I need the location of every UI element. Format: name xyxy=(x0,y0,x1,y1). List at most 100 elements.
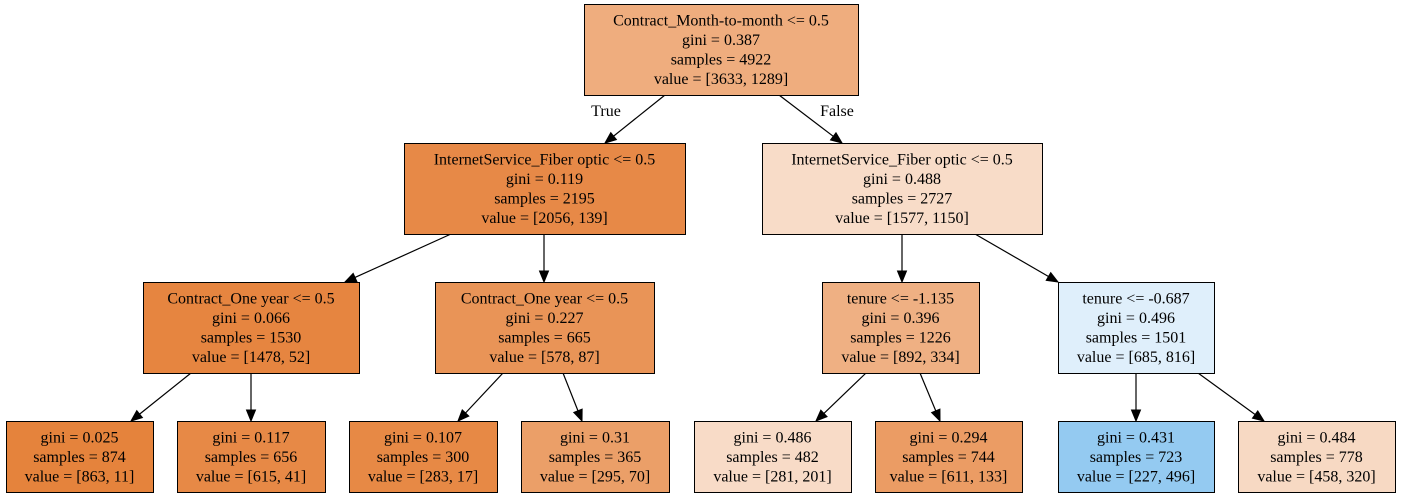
node-line: gini = 0.387 xyxy=(682,32,760,49)
node-line: value = [611, 133] xyxy=(890,468,1008,485)
edges-layer: True False xyxy=(129,94,1266,423)
edge-line xyxy=(1197,372,1256,416)
node-line: gini = 0.294 xyxy=(910,429,988,446)
leaf-node: gini = 0.107 samples = 300 value = [283, 1… xyxy=(349,421,498,493)
edge-n3-n8 xyxy=(245,373,257,423)
node-box xyxy=(1238,421,1396,493)
node-line: samples = 665 xyxy=(498,330,591,347)
arrowhead-icon xyxy=(457,409,470,422)
node-line: tenure <= -1.135 xyxy=(847,291,954,308)
node-line: gini = 0.025 xyxy=(41,429,119,446)
arrowhead-icon xyxy=(1130,409,1142,423)
node-line: value = [2056, 139] xyxy=(481,210,607,227)
node-line: samples = 482 xyxy=(726,449,819,466)
node-line: Contract_Month-to-month <= 0.5 xyxy=(613,13,829,30)
node-line: value = [1478, 52] xyxy=(192,349,310,366)
node-line: samples = 365 xyxy=(549,449,642,466)
node-line: samples = 1530 xyxy=(201,330,302,347)
node-line: samples = 4922 xyxy=(671,52,772,69)
node-line: samples = 656 xyxy=(205,449,298,466)
node-line: InternetService_Fiber optic <= 0.5 xyxy=(434,152,656,169)
edge-n5-n11 xyxy=(815,372,867,422)
node-line: value = [283, 17] xyxy=(368,468,478,485)
leaf-node: gini = 0.025 samples = 874 value = [863, 1… xyxy=(6,421,154,493)
node-line: gini = 0.396 xyxy=(862,310,940,327)
node-line: Contract_One year <= 0.5 xyxy=(167,291,334,308)
edge-label: True xyxy=(591,103,621,120)
node-box xyxy=(521,421,670,493)
edge-line xyxy=(974,233,1049,278)
node-line: value = [685, 816] xyxy=(1077,349,1195,366)
arrowhead-icon xyxy=(815,409,828,422)
nodes-layer: Contract_Month-to-month <= 0.5 gini = 0.3… xyxy=(6,4,1396,493)
edge-n1-n3 xyxy=(343,233,452,283)
node-line: gini = 0.484 xyxy=(1278,429,1356,446)
node-line: gini = 0.431 xyxy=(1097,429,1175,446)
arrowhead-icon xyxy=(829,131,844,144)
node-line: samples = 2195 xyxy=(494,191,595,208)
node-box xyxy=(584,4,859,96)
edge-n4-n9 xyxy=(457,372,504,422)
edge-n5-n12 xyxy=(919,372,941,423)
node-line: Contract_One year <= 0.5 xyxy=(461,291,628,308)
edge-n6-n14 xyxy=(1197,372,1266,422)
edge-n1-n4 xyxy=(538,234,550,284)
node-line: samples = 874 xyxy=(33,449,126,466)
edge-line xyxy=(562,372,579,411)
node-box xyxy=(822,282,980,374)
node-line: value = [227, 496] xyxy=(1077,468,1195,485)
node-box xyxy=(404,143,686,235)
node-line: value = [615, 41] xyxy=(196,468,306,485)
edge-label: False xyxy=(820,103,854,120)
edge-line xyxy=(823,372,867,414)
edge-n0-n1: True xyxy=(591,94,666,144)
node-line: value = [281, 201] xyxy=(713,468,831,485)
node-box xyxy=(694,421,852,493)
node-line: tenure <= -0.687 xyxy=(1082,291,1189,308)
node-line: samples = 1226 xyxy=(850,330,951,347)
node-line: value = [3633, 1289] xyxy=(654,71,788,88)
node-line: value = [892, 334] xyxy=(841,349,959,366)
node-box xyxy=(875,421,1023,493)
node-line: value = [863, 11] xyxy=(25,468,135,485)
node-line: value = [295, 70] xyxy=(540,468,650,485)
edge-line xyxy=(465,372,504,414)
node-line: samples = 778 xyxy=(1270,449,1363,466)
edge-line xyxy=(354,233,452,279)
edge-line xyxy=(139,372,192,415)
node-box xyxy=(1058,282,1215,374)
edge-line xyxy=(613,94,666,137)
node-line: samples = 744 xyxy=(902,449,995,466)
node-line: gini = 0.107 xyxy=(384,429,462,446)
split-node: Contract_Month-to-month <= 0.5 gini = 0.3… xyxy=(584,4,859,96)
edge-line xyxy=(919,372,937,412)
leaf-node: gini = 0.117 samples = 656 value = [615, 4… xyxy=(177,421,326,493)
arrowhead-icon xyxy=(343,272,358,283)
leaf-node: gini = 0.294 samples = 744 value = [611, 1… xyxy=(875,421,1023,493)
arrowhead-icon xyxy=(603,131,618,144)
node-line: value = [578, 87] xyxy=(489,349,599,366)
arrowhead-icon xyxy=(129,409,144,422)
edge-n4-n10 xyxy=(562,372,583,423)
arrowhead-icon xyxy=(1045,271,1060,283)
leaf-node: gini = 0.484 samples = 778 value = [458, 3… xyxy=(1238,421,1396,493)
split-node: tenure <= -1.135 gini = 0.396 samples = 12… xyxy=(822,282,980,374)
arrowhead-icon xyxy=(245,409,257,423)
node-line: gini = 0.066 xyxy=(212,310,290,327)
edge-n2-n6 xyxy=(974,233,1060,283)
node-line: value = [458, 320] xyxy=(1257,468,1375,485)
node-line: samples = 2727 xyxy=(852,191,953,208)
node-box xyxy=(177,421,326,493)
arrowhead-icon xyxy=(1251,409,1266,422)
node-line: samples = 300 xyxy=(377,449,470,466)
node-box xyxy=(6,421,154,493)
split-node: Contract_One year <= 0.5 gini = 0.066 samp… xyxy=(143,282,360,374)
node-line: gini = 0.488 xyxy=(863,171,941,188)
node-line: gini = 0.117 xyxy=(212,429,289,446)
